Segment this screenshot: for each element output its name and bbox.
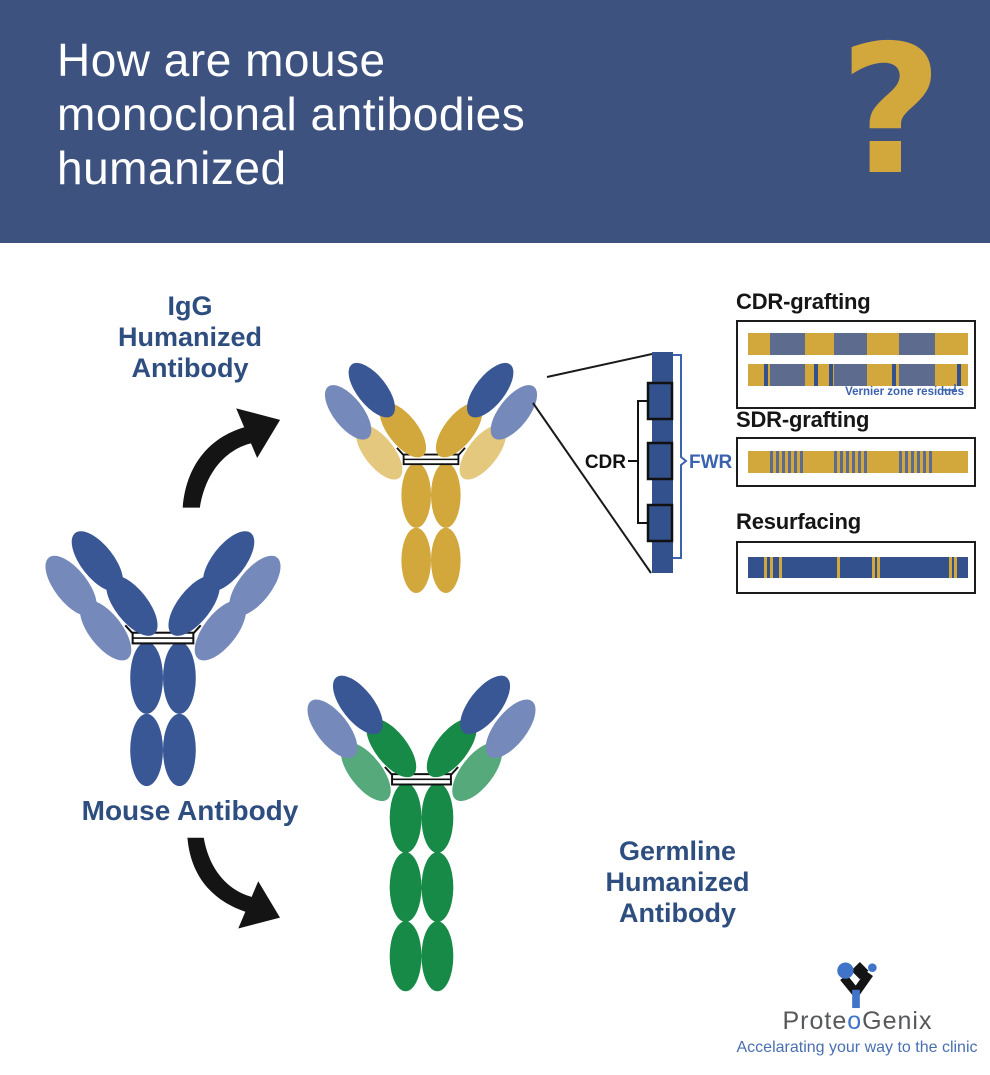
cdr-box-2 (646, 441, 674, 481)
right-arm (426, 675, 536, 802)
right-arm (435, 362, 538, 480)
logo-text-prefix: Prote (782, 1007, 848, 1035)
panel-title-sdr-grafting: SDR-grafting (736, 407, 870, 432)
germline-label-line-2: Humanized (605, 867, 750, 897)
igg-label-line-2: Humanized (117, 322, 263, 352)
germline-label-line-3: Antibody (619, 898, 736, 928)
panel-title-cdr-grafting: CDR-grafting (736, 289, 871, 314)
page-title-line-1: How are mouse (57, 34, 386, 86)
logo-tagline: Accelarating your way to the clinic (736, 1039, 978, 1056)
stem (401, 462, 461, 593)
germline-humanized-antibody-label: Germline Humanized Antibody (560, 836, 795, 929)
panel-title-resurfacing: Resurfacing (736, 509, 861, 534)
variable-domain-zoom-detail: CDR FWR (532, 352, 733, 574)
cdr-label: CDR (585, 452, 626, 473)
cdr-box-1 (646, 381, 674, 421)
proteogenix-logo-text: ProteoGenix (735, 1007, 980, 1036)
stem (130, 641, 196, 787)
page-title: How are mouse monoclonal antibodies huma… (57, 33, 757, 195)
vernier-zone-residues-label: Vernier zone residues (845, 386, 964, 398)
stem (389, 782, 454, 992)
question-mark-icon: ? (839, 7, 943, 214)
cdr-box-3 (646, 503, 674, 543)
header-banner: How are mouse monoclonal antibodies huma… (0, 0, 990, 243)
curved-arrow-down-right-icon (187, 837, 280, 929)
zoom-line-bottom (532, 402, 652, 574)
igg-humanized-antibody-diagram (324, 362, 538, 593)
cdr-grafting-bar-bottom (748, 364, 968, 386)
cdr-bracket (628, 400, 648, 524)
igg-label-line-1: IgG (167, 291, 213, 321)
fwr-bracket (673, 354, 688, 559)
mouse-antibody-label: Mouse Antibody (81, 795, 299, 826)
left-arm (45, 531, 158, 661)
cdr-grafting-bar-top (748, 333, 968, 355)
page-title-line-2: monoclonal antibodies (57, 88, 526, 140)
curved-arrow-up-right-icon (182, 408, 281, 508)
sdr-grafting-bar (748, 451, 968, 473)
left-arm (307, 675, 417, 802)
left-arm (324, 362, 427, 480)
proteogenix-logo-icon (837, 961, 877, 1009)
fwr-label: FWR (689, 452, 733, 473)
resurfacing-panel (736, 541, 976, 594)
logo-text-suffix: Genix (862, 1007, 933, 1035)
germline-humanized-antibody-diagram (307, 675, 536, 992)
mouse-antibody-diagram (45, 531, 281, 787)
right-arm (168, 531, 281, 661)
germline-label-line-1: Germline (618, 836, 737, 866)
resurfacing-bar (748, 557, 968, 578)
page-title-line-3: humanized (57, 142, 287, 194)
cdr-grafting-panel: Vernier zone residues (736, 320, 976, 409)
igg-humanized-antibody-label: IgG Humanized Antibody (85, 291, 295, 384)
igg-label-line-3: Antibody (131, 353, 249, 383)
sdr-grafting-panel (736, 437, 976, 487)
logo-text-o: o (847, 1007, 863, 1035)
zoom-line-top (546, 353, 653, 378)
